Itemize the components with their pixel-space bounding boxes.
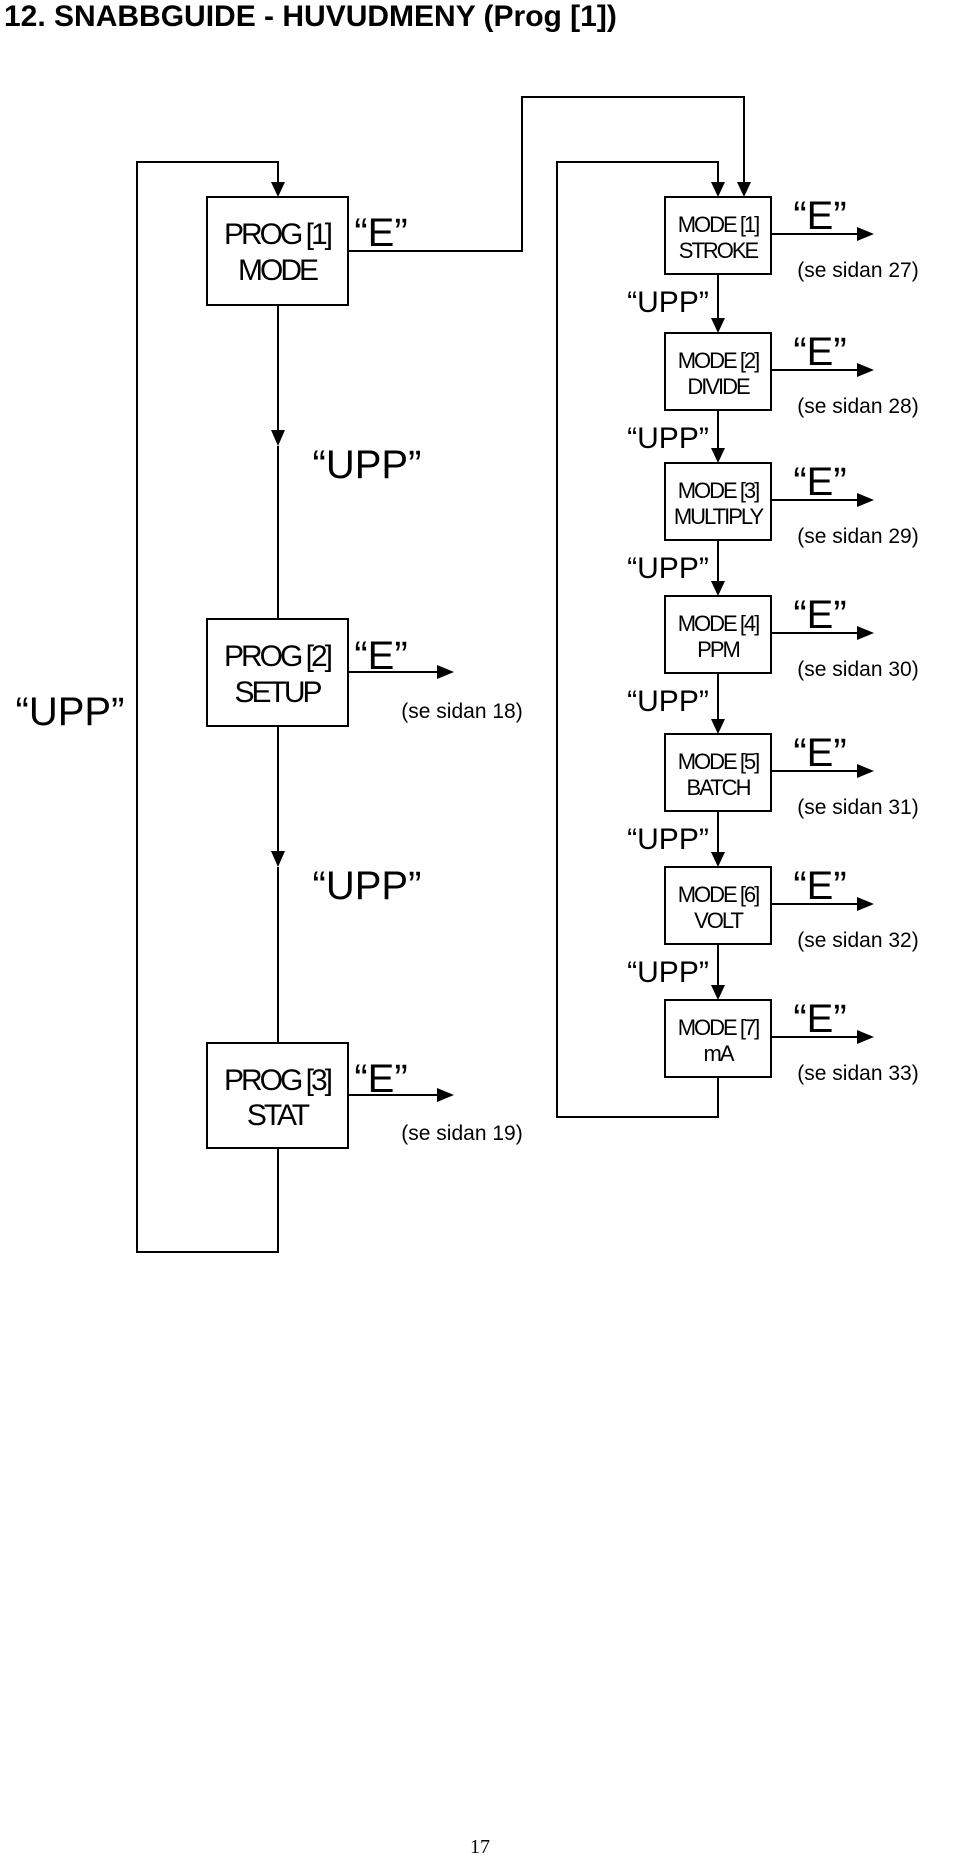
box-label-line1: PROG [1] <box>224 218 332 251</box>
arrow-head <box>711 182 725 197</box>
e-key-label: “E” <box>793 194 846 238</box>
page-reference: (se sidan 19) <box>401 1122 522 1145</box>
arrow-head <box>857 363 874 377</box>
e-key-label: “E” <box>793 864 846 908</box>
e-key-label: “E” <box>793 997 846 1041</box>
box-label-line2: STROKE <box>679 238 759 263</box>
arrow-head <box>857 227 874 241</box>
arrow-head <box>857 1030 874 1044</box>
mode-6-box: MODE [6]VOLT <box>664 866 772 945</box>
arrow-head <box>857 764 874 778</box>
arrow-head <box>271 851 285 867</box>
page-reference: (se sidan 33) <box>797 1062 918 1085</box>
arrow-head <box>857 493 874 507</box>
arrow-head <box>271 182 285 197</box>
page-reference: (se sidan 27) <box>797 259 918 282</box>
page-reference: (se sidan 31) <box>797 796 918 819</box>
arrow-head <box>711 581 725 596</box>
mode-column: MODE [1]STROKE “E” (se sidan 27) “UPP” MODE … <box>627 194 919 1085</box>
box-label-line1: MODE [2] <box>678 348 759 373</box>
page-title: 12. SNABBGUIDE - HUVUDMENY (Prog [1]) <box>4 0 617 33</box>
box-label-line1: MODE [7] <box>678 1015 759 1040</box>
mode-loop-line <box>556 161 719 1118</box>
upp-key-label: “UPP” <box>627 552 709 585</box>
e-key-label: “E” <box>793 593 846 637</box>
prog-3-box: PROG [3] STAT <box>206 1042 349 1149</box>
mode-5-box: MODE [5]BATCH <box>664 733 772 812</box>
e-key-label: “E” <box>354 211 407 255</box>
arrow-head <box>437 665 454 679</box>
e-key-label: “E” <box>793 731 846 775</box>
page-reference: (se sidan 32) <box>797 929 918 952</box>
upp-key-label: “UPP” <box>313 864 422 908</box>
box-label-line2: SETUP <box>234 676 321 709</box>
arrow-head <box>437 1088 454 1102</box>
arrow-head <box>711 719 725 734</box>
page-reference: (se sidan 29) <box>797 525 918 548</box>
mode-2-box: MODE [2]DIVIDE <box>664 332 772 411</box>
arrow-head <box>857 626 874 640</box>
box-label-line1: MODE [4] <box>678 611 759 636</box>
box-label-line2: MULTIPLY <box>674 504 765 529</box>
arrow-head <box>711 852 725 867</box>
upp-key-label: “UPP” <box>627 286 709 319</box>
upp-key-label: “UPP” <box>16 690 125 734</box>
box-label-line2: STAT <box>247 1099 310 1132</box>
box-label-line2: mA <box>704 1041 735 1066</box>
upp-key-label: “UPP” <box>627 422 709 455</box>
mode-1-box: MODE [1]STROKE <box>664 196 772 275</box>
page-reference: (se sidan 18) <box>401 700 522 723</box>
box-label-line1: MODE [3] <box>678 478 759 503</box>
box-label-line1: MODE [1] <box>678 212 759 237</box>
e-key-label: “E” <box>354 1057 407 1101</box>
page-reference: (se sidan 28) <box>797 395 918 418</box>
upp-key-label: “UPP” <box>627 956 709 989</box>
arrow-head <box>737 182 751 197</box>
e-to-mode-line <box>339 96 745 252</box>
prog-loop-line <box>136 161 279 1253</box>
box-label-line2: VOLT <box>694 908 743 933</box>
box-label-line2: PPM <box>697 637 739 662</box>
box-label-line1: MODE [6] <box>678 882 759 907</box>
prog-1-box: PROG [1] MODE <box>206 196 349 306</box>
box-label-line1: PROG [2] <box>224 640 332 673</box>
arrow-head <box>857 897 874 911</box>
upp-key-label: “UPP” <box>627 823 709 856</box>
mode-7-box: MODE [7]mA <box>664 999 772 1078</box>
arrow-head <box>271 430 285 446</box>
box-label-line1: MODE [5] <box>678 749 759 774</box>
page-number: 17 <box>470 1836 490 1858</box>
arrow-head <box>711 448 725 463</box>
mode-4-box: MODE [4]PPM <box>664 595 772 674</box>
box-label-line2: BATCH <box>687 775 751 800</box>
upp-key-label: “UPP” <box>313 443 422 487</box>
e-key-label: “E” <box>354 634 407 678</box>
arrow-head <box>711 985 725 1000</box>
arrow-head <box>711 318 725 333</box>
box-label-line1: PROG [3] <box>224 1064 332 1097</box>
e-key-label: “E” <box>793 460 846 504</box>
upp-key-label: “UPP” <box>627 685 709 718</box>
box-label-line2: DIVIDE <box>687 374 750 399</box>
mode-3-box: MODE [3]MULTIPLY <box>664 462 772 541</box>
prog-2-box: PROG [2] SETUP <box>206 618 349 727</box>
box-label-line2: MODE <box>238 254 318 287</box>
e-key-label: “E” <box>793 330 846 374</box>
page-reference: (se sidan 30) <box>797 658 918 681</box>
